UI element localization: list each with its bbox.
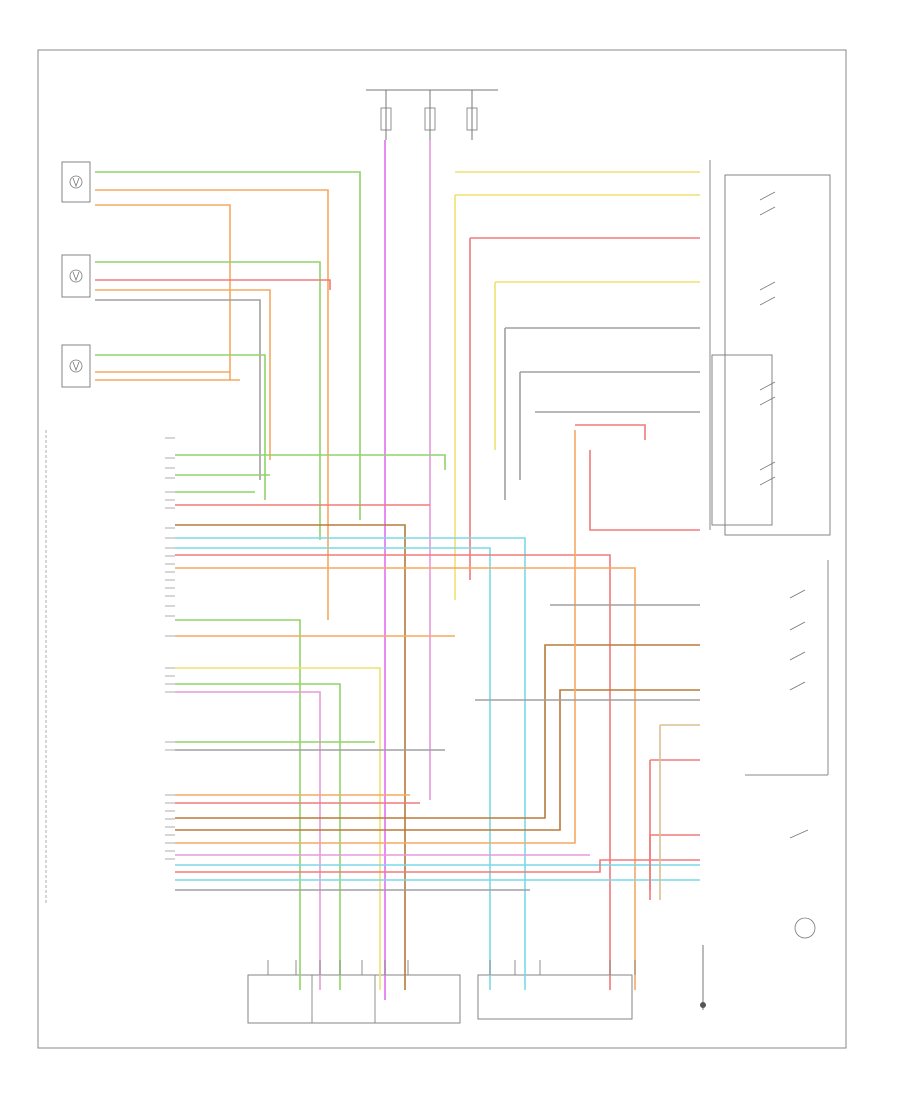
wire-red bbox=[575, 424, 646, 440]
wire-lt-green bbox=[95, 261, 321, 540]
wire-orange bbox=[95, 289, 271, 460]
left-front-seat-motor-1 bbox=[61, 161, 91, 203]
memory-seat-switch bbox=[745, 560, 829, 776]
wire-lt-green bbox=[175, 454, 446, 470]
seat-motor-connector-bottom-left bbox=[247, 974, 461, 1024]
wire-orange bbox=[95, 189, 329, 620]
wire-red bbox=[95, 279, 331, 290]
wire-lt-blue bbox=[175, 547, 491, 990]
seat-motor-connector-bottom-right bbox=[477, 974, 633, 1020]
left-front-seat-motor-2 bbox=[61, 254, 91, 298]
pins-bottom bbox=[267, 960, 636, 975]
fuse-panel bbox=[366, 89, 498, 140]
wire-red bbox=[649, 759, 700, 900]
wire-yellow bbox=[175, 667, 381, 990]
wire-gray bbox=[504, 327, 700, 500]
wire-gray bbox=[95, 299, 261, 480]
diagram-frame bbox=[37, 49, 847, 1049]
wire-tan bbox=[659, 724, 700, 900]
wire-lt-green bbox=[175, 619, 301, 990]
wire-pink bbox=[175, 691, 321, 990]
pins-left bbox=[165, 437, 175, 860]
wire-red bbox=[589, 450, 700, 531]
fuse-2 bbox=[424, 107, 436, 131]
wire-gray bbox=[519, 371, 700, 480]
wire-orange bbox=[95, 204, 231, 380]
ground-connector bbox=[700, 945, 706, 1010]
left-front-seat-motor-3 bbox=[61, 344, 91, 388]
wire-lt-green bbox=[95, 171, 361, 520]
wire-lt-green bbox=[95, 354, 266, 500]
wire-red bbox=[469, 237, 700, 580]
wire-orange bbox=[175, 430, 576, 844]
wire-orange bbox=[175, 567, 636, 990]
fuse-3 bbox=[466, 107, 478, 131]
wire-yellow bbox=[454, 194, 700, 600]
lumbar-switch bbox=[789, 829, 816, 939]
fuse-1 bbox=[380, 107, 392, 131]
wire-red bbox=[175, 554, 611, 990]
wire-lt-blue bbox=[175, 537, 526, 990]
wire-red bbox=[175, 859, 700, 873]
wire-red bbox=[649, 834, 700, 890]
power-seat-switch-right bbox=[709, 160, 831, 536]
wire-brown bbox=[175, 689, 700, 831]
wire-brown bbox=[175, 644, 700, 819]
wire-lt-green bbox=[175, 683, 341, 990]
wires bbox=[95, 140, 700, 1000]
wire-brown bbox=[175, 524, 406, 990]
wire-yellow bbox=[494, 281, 700, 450]
